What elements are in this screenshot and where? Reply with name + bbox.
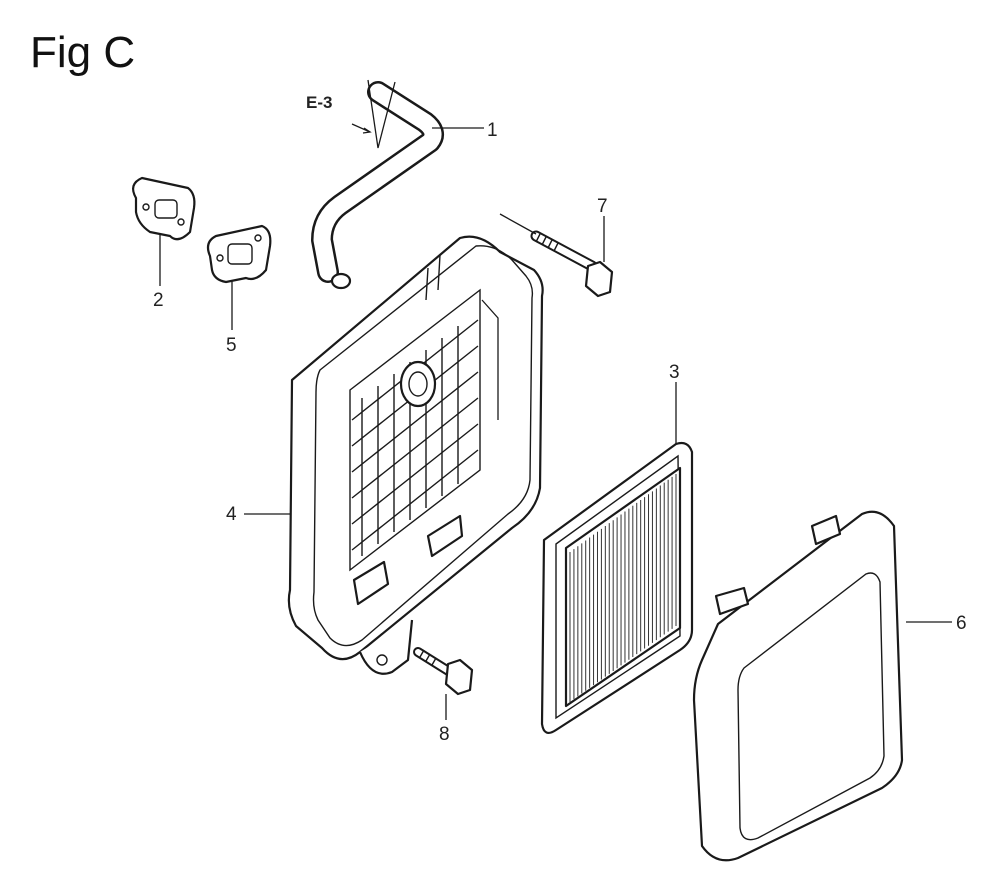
gasket-5 (206, 224, 272, 284)
callout-5: 5 (226, 335, 237, 356)
air-filter-element (540, 441, 694, 734)
figure-title: Fig C (30, 28, 136, 77)
bolt-7 (499, 213, 614, 298)
breather-tube (311, 79, 444, 290)
callout-3: 3 (669, 362, 680, 383)
callout-1: 1 (487, 120, 498, 141)
leader-lines (159, 127, 952, 720)
reference-label: E-3 (306, 93, 332, 112)
callout-8: 8 (439, 724, 450, 745)
filter-pleats (569, 474, 677, 702)
bolt-8 (413, 647, 474, 696)
callout-4: 4 (226, 504, 237, 525)
air-cleaner-cover (692, 510, 904, 862)
callout-7: 7 (597, 196, 608, 217)
gasket-2 (131, 176, 196, 241)
callout-6: 6 (956, 613, 967, 634)
air-cleaner-case (287, 235, 544, 675)
callout-2: 2 (153, 290, 164, 311)
